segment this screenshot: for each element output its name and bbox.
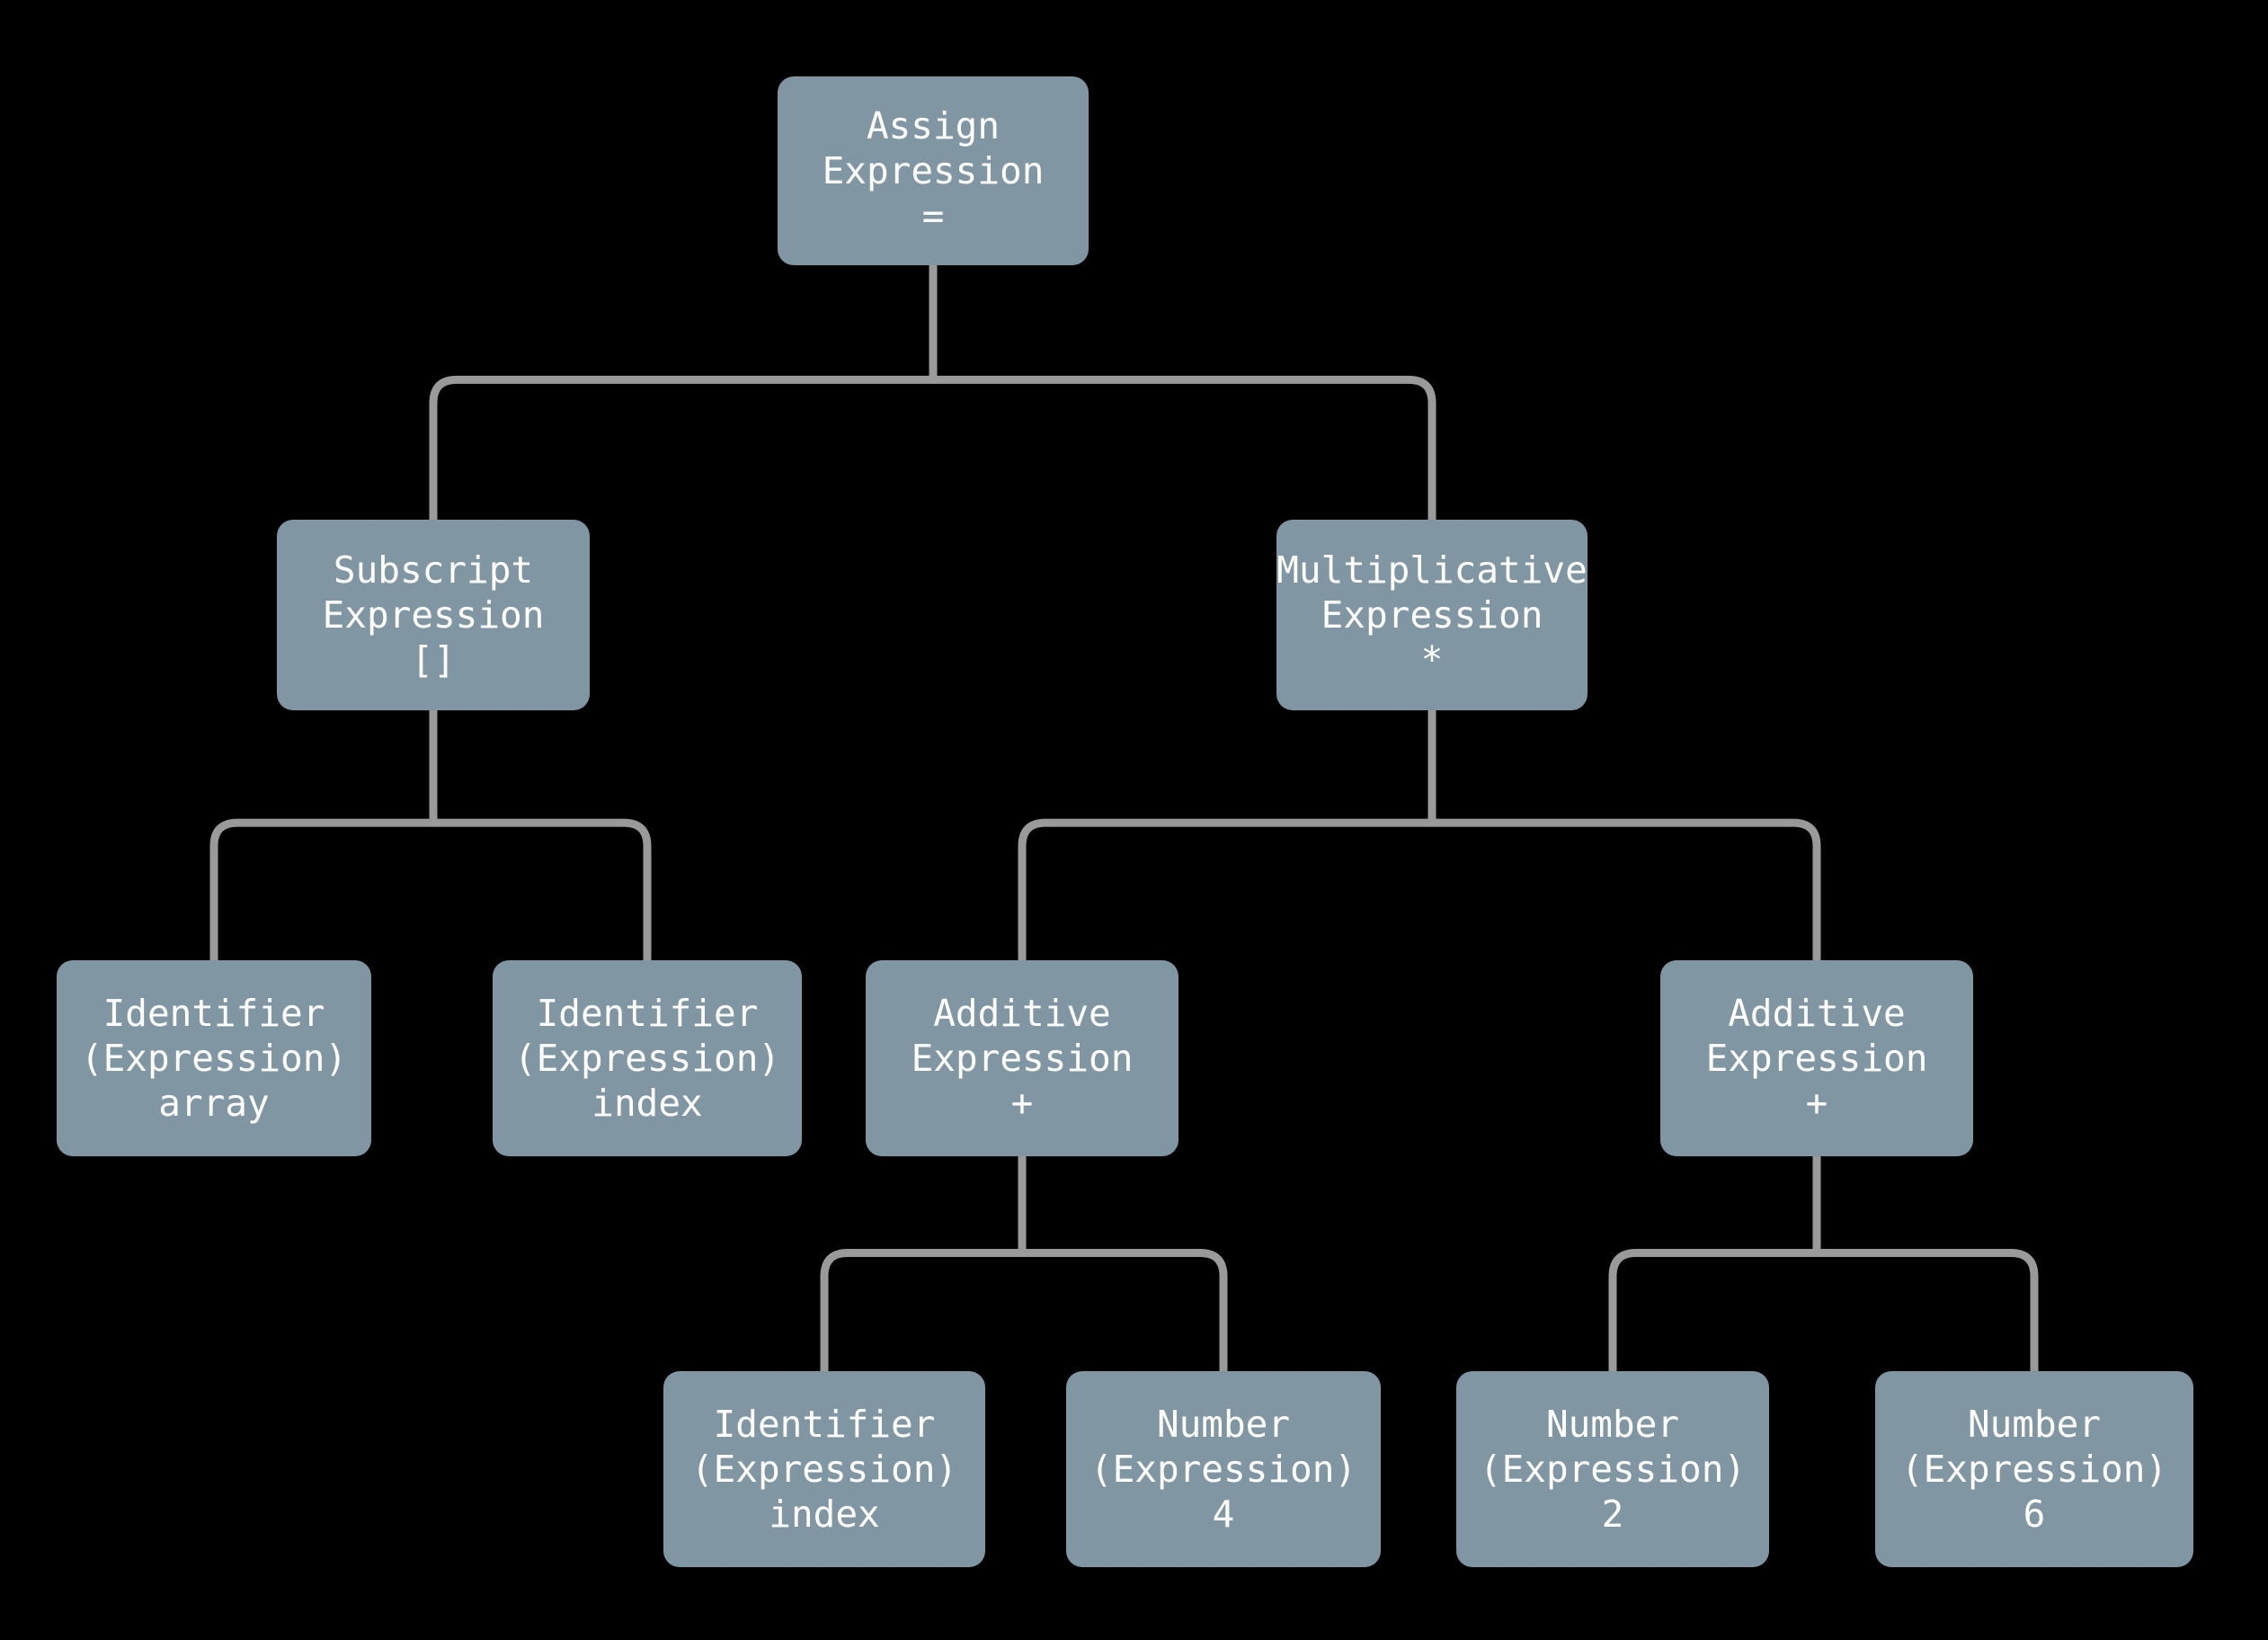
ast-node-line-3: index — [591, 1082, 703, 1125]
ast-node-line-1: Additive — [933, 991, 1111, 1035]
ast-node-line-1: Additive — [1728, 991, 1906, 1035]
ast-node-line-3: 4 — [1212, 1493, 1235, 1536]
ast-node-line-2: (Expression) — [1090, 1447, 1357, 1491]
ast-node-line-2: (Expression) — [1479, 1447, 1747, 1491]
ast-edge — [820, 1249, 1027, 1376]
ast-node-line-2: (Expression) — [1900, 1447, 2168, 1491]
ast-node-line-3: * — [1420, 638, 1444, 682]
ast-edge — [1428, 818, 1821, 965]
ast-node-line-2: Expression — [322, 593, 545, 637]
ast-node-line-2: Expression — [822, 148, 1045, 192]
ast-node[interactable]: Identifier(Expression)index — [493, 960, 802, 1156]
ast-node[interactable]: Number(Expression)6 — [1875, 1371, 2193, 1567]
ast-edge — [429, 375, 938, 524]
ast-node-line-1: Number — [1156, 1402, 1291, 1446]
ast-node-line-3: + — [1805, 1082, 1828, 1125]
ast-node-line-1: Identifier — [102, 991, 325, 1035]
ast-edge — [929, 375, 1436, 524]
ast-node-line-1: Identifier — [536, 991, 759, 1035]
ast-node[interactable]: Number(Expression)2 — [1456, 1371, 1769, 1567]
ast-node-line-3: array — [158, 1082, 270, 1125]
ast-edge — [209, 818, 438, 965]
ast-edge — [1018, 1249, 1228, 1376]
ast-node[interactable]: Identifier(Expression)index — [663, 1371, 985, 1567]
ast-node-line-2: (Expression) — [690, 1447, 958, 1491]
ast-node-line-3: [] — [411, 638, 456, 682]
ast-node-line-1: Number — [1967, 1402, 2102, 1446]
ast-node-line-2: (Expression) — [80, 1036, 348, 1080]
ast-edge — [1812, 1249, 2039, 1376]
ast-node-line-2: Expression — [1705, 1036, 1928, 1080]
ast-node-line-1: Assign — [866, 103, 1001, 147]
ast-node-line-3: = — [921, 194, 945, 237]
ast-node-line-1: Number — [1545, 1402, 1680, 1446]
ast-node-line-1: Subscript — [333, 548, 534, 592]
ast-node-line-2: Expression — [1321, 593, 1543, 637]
ast-node[interactable]: Identifier(Expression)array — [57, 960, 371, 1156]
ast-node-line-3: 6 — [2023, 1493, 2046, 1536]
ast-node-line-2: (Expression) — [513, 1036, 781, 1080]
ast-node-line-3: index — [769, 1493, 880, 1536]
ast-node-line-1: Multiplicative — [1276, 548, 1588, 592]
ast-node-line-3: + — [1010, 1082, 1034, 1125]
ast-edge — [1018, 818, 1436, 965]
ast-edge — [1608, 1249, 1821, 1376]
ast-node-line-3: 2 — [1601, 1493, 1624, 1536]
ast-node[interactable]: Number(Expression)4 — [1066, 1371, 1381, 1567]
ast-edge — [429, 818, 652, 965]
ast-node-line-1: Identifier — [713, 1402, 936, 1446]
ast-node-line-2: Expression — [911, 1036, 1134, 1080]
